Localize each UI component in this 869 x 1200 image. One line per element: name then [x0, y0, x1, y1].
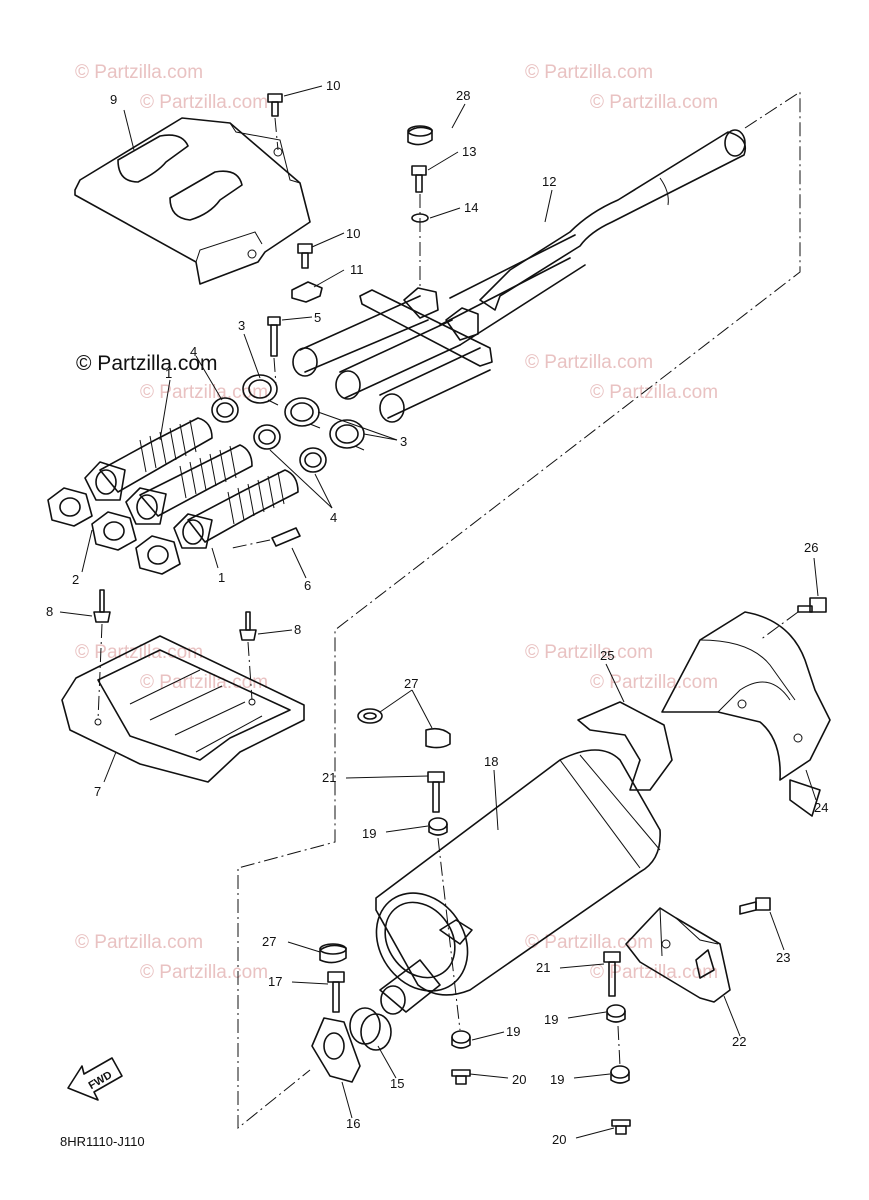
- diagram-code: 8HR1110-J110: [60, 1134, 145, 1149]
- watermark-faint: © Partzilla.com: [590, 672, 718, 693]
- callout-17: 17: [268, 974, 282, 989]
- part-7-skid-plate: [61, 635, 305, 783]
- part-8-rivet-right: [239, 611, 257, 701]
- callout-5: 5: [314, 310, 321, 325]
- callout-24: 24: [814, 800, 828, 815]
- callout-18: 18: [484, 754, 498, 769]
- part-8-rivet-left: [93, 589, 111, 721]
- callout-numbers: 1 1 2 3 3 4 4 5 6 7 8 8 9 10 10 11 12 13…: [46, 78, 828, 1147]
- watermark-faint: © Partzilla.com: [525, 642, 653, 663]
- callout-4: 4: [190, 344, 197, 359]
- callout-21: 21: [536, 960, 550, 975]
- callout-23: 23: [776, 950, 790, 965]
- leader-lines: [59, 85, 819, 1139]
- part-27-grommet-upper: [357, 708, 451, 749]
- callout-4: 4: [330, 510, 337, 525]
- part-15-gasket: [349, 1007, 392, 1051]
- part-21-bolt-upper: [427, 771, 445, 813]
- part-23-bolt: [739, 897, 771, 915]
- watermark-faint: © Partzilla.com: [525, 352, 653, 373]
- section-outline: [237, 91, 801, 1130]
- watermark-faint: © Partzilla.com: [75, 932, 203, 953]
- callout-26: 26: [804, 540, 818, 555]
- callout-8: 8: [46, 604, 53, 619]
- callout-13: 13: [462, 144, 476, 159]
- watermark-faint: © Partzilla.com: [590, 92, 718, 113]
- callout-22: 22: [732, 1034, 746, 1049]
- part-9-upper-heat-shield: [74, 117, 311, 285]
- callout-19: 19: [506, 1024, 520, 1039]
- callout-14: 14: [464, 200, 478, 215]
- callout-3: 3: [238, 318, 245, 333]
- callout-20: 20: [552, 1132, 566, 1147]
- callout-16: 16: [346, 1116, 360, 1131]
- callout-3: 3: [400, 434, 407, 449]
- callout-25: 25: [600, 648, 614, 663]
- callout-8: 8: [294, 622, 301, 637]
- part-5-bolt: [267, 316, 281, 386]
- part-12-exhaust-pipe: [292, 129, 747, 423]
- watermark-faint: © Partzilla.com: [525, 932, 653, 953]
- callout-7: 7: [94, 784, 101, 799]
- fwd-arrow: FWD: [67, 1057, 123, 1101]
- callout-28: 28: [456, 88, 470, 103]
- part-16-bracket: [311, 1017, 361, 1083]
- part-24-end-cover: [661, 611, 831, 817]
- callout-9: 9: [110, 92, 117, 107]
- part-13-bolt: [411, 165, 427, 193]
- callout-2: 2: [72, 572, 79, 587]
- part-28-cap: [407, 125, 433, 146]
- part-21-bolt-lower: [603, 951, 621, 997]
- part-10-bolt-upper: [267, 93, 283, 151]
- watermark-faint: © Partzilla.com: [75, 642, 203, 663]
- part-2-header-gaskets: [47, 487, 181, 575]
- callout-15: 15: [390, 1076, 404, 1091]
- callout-11: 11: [350, 262, 364, 277]
- watermark-faint: © Partzilla.com: [75, 62, 203, 83]
- part-19-collars: [428, 817, 630, 1084]
- watermark-faint: © Partzilla.com: [140, 382, 268, 403]
- part-25-heat-guard: [577, 701, 673, 791]
- watermark-main: © Partzilla.com: [76, 352, 218, 375]
- part-22-bracket: [625, 907, 731, 1003]
- part-6-bolt: [231, 527, 301, 549]
- callout-10: 10: [326, 78, 340, 93]
- watermark-faint: © Partzilla.com: [140, 962, 268, 983]
- part-3-clamps: [242, 374, 365, 451]
- part-11-clip: [291, 281, 323, 303]
- callout-21: 21: [322, 770, 336, 785]
- watermark-faint: © Partzilla.com: [140, 92, 268, 113]
- callout-19: 19: [362, 826, 376, 841]
- part-10-bolt-lower: [297, 243, 313, 269]
- part-20-bolts: [451, 1069, 631, 1135]
- watermark-faint: © Partzilla.com: [140, 672, 268, 693]
- callout-27: 27: [262, 934, 276, 949]
- callout-1: 1: [218, 570, 225, 585]
- callout-19: 19: [550, 1072, 564, 1087]
- part-26-bolt: [759, 597, 827, 641]
- callout-19: 19: [544, 1012, 558, 1027]
- part-1-header-pipes: [84, 417, 299, 549]
- part-18-muffler: [375, 749, 661, 1015]
- watermarks: © Partzilla.com © Partzilla.com © Partzi…: [75, 62, 718, 983]
- callout-20: 20: [512, 1072, 526, 1087]
- callout-1: 1: [165, 366, 172, 381]
- callout-27: 27: [404, 676, 418, 691]
- callout-12: 12: [542, 174, 556, 189]
- callout-10: 10: [346, 226, 360, 241]
- leader-19-upper: [437, 837, 461, 1031]
- leader-19-lower: [617, 1025, 621, 1067]
- watermark-faint: © Partzilla.com: [590, 962, 718, 983]
- watermark-faint: © Partzilla.com: [525, 62, 653, 83]
- part-4-gaskets: [211, 397, 327, 473]
- part-27-grommet-lower: [319, 943, 347, 964]
- callout-6: 6: [304, 578, 311, 593]
- watermark-faint: © Partzilla.com: [590, 382, 718, 403]
- part-17-bolt: [327, 971, 345, 1013]
